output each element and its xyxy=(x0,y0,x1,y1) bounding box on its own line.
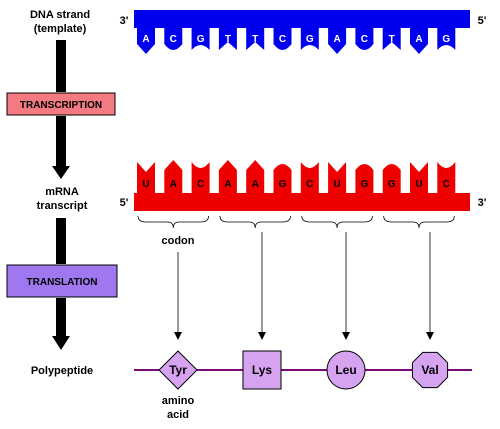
mrna-base-12 xyxy=(437,162,456,193)
mrna-base-letter: G xyxy=(388,179,396,190)
amino-acid-diamond xyxy=(158,350,198,390)
dna-base-letter: A xyxy=(142,34,149,45)
dna-base-letter: C xyxy=(361,34,368,45)
dna-base-letter: C xyxy=(170,34,177,45)
dna-base-3 xyxy=(191,28,210,50)
codon-brace-3 xyxy=(301,215,373,229)
mrna-backbone xyxy=(134,193,470,211)
mrna-base-4 xyxy=(218,160,237,193)
mrna-base-letter: C xyxy=(197,179,204,190)
flow-arrow-shaft-3 xyxy=(56,218,66,264)
dna-base-letter: C xyxy=(279,34,286,45)
amino-label: amino xyxy=(162,395,195,407)
flow-arrowhead-1 xyxy=(52,166,70,179)
flow-arrow-shaft-2 xyxy=(56,116,66,168)
mrna-base-letter: C xyxy=(443,179,450,190)
codon-brace-4 xyxy=(383,215,455,229)
dna-base-8 xyxy=(328,28,347,54)
flow-arrowhead-2 xyxy=(52,336,70,350)
mrna-base-letter: A xyxy=(252,179,259,190)
amino-acid-octagon xyxy=(411,351,449,389)
mrna-base-9 xyxy=(355,164,374,193)
codon-label: codon xyxy=(162,235,195,247)
mrna-base-letter: C xyxy=(306,179,313,190)
flow-arrow-shaft-4 xyxy=(56,298,66,338)
dna-base-letter: T xyxy=(252,34,258,45)
transcription-label: TRANSCRIPTION xyxy=(20,100,102,111)
dna-base-letter: T xyxy=(225,34,231,45)
amino-acid-label: Tyr xyxy=(169,363,187,377)
dna-base-letter: T xyxy=(389,34,395,45)
mrna-base-letter: G xyxy=(361,179,369,190)
mrna-base-letter: U xyxy=(333,179,340,190)
dna-backbone xyxy=(134,10,470,28)
template-label: (template) xyxy=(34,23,87,35)
amino-acid-label: Leu xyxy=(335,363,356,377)
amino-acid-chain: Tyr Lys Leu Val xyxy=(158,350,449,390)
mrna-base-2 xyxy=(164,160,183,193)
mrna-base-letter: A xyxy=(224,179,231,190)
dna-base-2 xyxy=(164,28,183,50)
translation-box xyxy=(6,264,118,298)
transcript-label: transcript xyxy=(37,200,88,212)
mrna-base-5 xyxy=(246,160,265,193)
mrna-five-prime-label: 5' xyxy=(120,197,129,209)
dna-base-10 xyxy=(382,28,401,50)
mrna-base-10 xyxy=(382,164,401,193)
flow-arrow-shaft-1 xyxy=(56,40,66,92)
mrna-base-11 xyxy=(410,162,428,193)
mrna-base-letter: A xyxy=(170,179,177,190)
dna-base-letter: G xyxy=(442,34,450,45)
mrna-base-8 xyxy=(328,162,347,193)
dna-base-letter: G xyxy=(306,34,314,45)
mrna-base-1 xyxy=(137,162,155,193)
dna-base-12 xyxy=(437,28,456,50)
mrna-base-6 xyxy=(273,164,292,193)
amino-acid-label: Val xyxy=(421,363,438,377)
acid-label: acid xyxy=(167,409,189,421)
transcription-box xyxy=(6,92,116,116)
dna-strand-label: DNA strand xyxy=(30,9,90,21)
mrna-base-letter: U xyxy=(415,179,422,190)
dna-base-11 xyxy=(410,28,428,54)
mrna-base-3 xyxy=(191,162,210,193)
mrna-label: mRNA xyxy=(45,186,79,198)
amino-acid-label: Lys xyxy=(252,363,273,377)
codon-brace-1 xyxy=(137,215,209,229)
dna-base-letter: G xyxy=(197,34,205,45)
dna-base-4 xyxy=(218,28,237,50)
codon-brace-2 xyxy=(219,215,291,229)
dna-five-prime-label: 5' xyxy=(478,15,487,27)
mrna-base-letter: U xyxy=(142,179,149,190)
mrna-base-7 xyxy=(300,162,319,193)
mrna-three-prime-label: 3' xyxy=(478,197,487,209)
dna-base-letter: A xyxy=(333,34,340,45)
dna-base-5 xyxy=(246,28,265,50)
polypeptide-label: Polypeptide xyxy=(31,365,93,377)
dna-base-7 xyxy=(300,28,319,50)
translation-label: TRANSLATION xyxy=(27,277,98,288)
dna-base-1 xyxy=(137,28,155,54)
dna-base-9 xyxy=(355,28,374,50)
amino-acid-circle xyxy=(326,350,366,390)
dna-three-prime-label: 3' xyxy=(120,15,129,27)
dna-base-letter: A xyxy=(415,34,422,45)
amino-acid-square xyxy=(242,350,282,390)
codon-brackets xyxy=(137,215,455,340)
dna-base-6 xyxy=(273,28,292,50)
mrna-base-letter: G xyxy=(279,179,287,190)
